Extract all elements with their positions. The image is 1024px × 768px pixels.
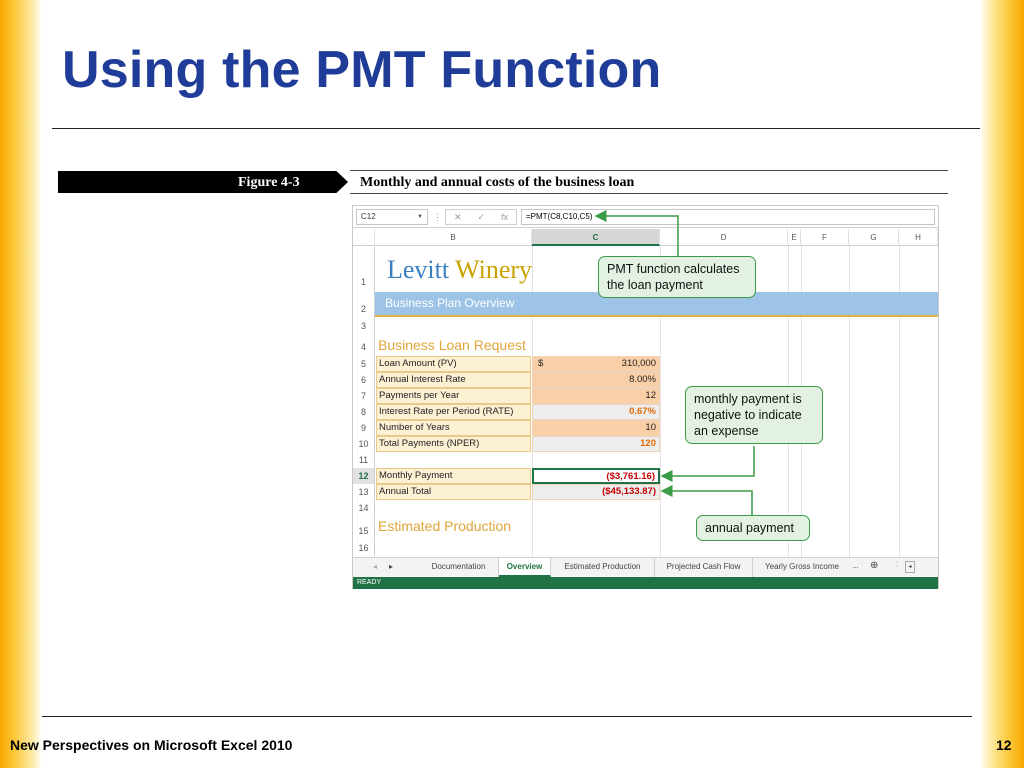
slide-title: Using the PMT Function xyxy=(62,41,662,99)
column-header-d[interactable]: D xyxy=(660,229,788,246)
tab-scroll-left-icon[interactable]: ◂ xyxy=(373,562,378,571)
section-estimated-production[interactable]: Estimated Production xyxy=(378,518,512,534)
cell-label-interest-rate[interactable]: Annual Interest Rate xyxy=(376,372,531,388)
insert-function-icon[interactable]: fx xyxy=(500,212,508,222)
tab-yearly-gross-income[interactable]: Yearly Gross Income xyxy=(765,562,839,571)
column-header-b[interactable]: B xyxy=(375,229,532,246)
callout-monthly-payment: monthly payment is negative to indicate … xyxy=(685,386,823,444)
row-header[interactable]: 11 xyxy=(353,452,375,468)
cell-value-loan-amount[interactable]: $ 310,000 xyxy=(532,356,660,372)
tab-documentation[interactable]: Documentation xyxy=(419,558,499,577)
section-loan-request[interactable]: Business Loan Request xyxy=(378,337,526,353)
row-header[interactable]: 5 xyxy=(353,356,375,372)
figure-rule-top xyxy=(350,170,948,171)
cell-value-interest-rate[interactable]: 8.00% xyxy=(532,372,660,388)
column-header-g[interactable]: G xyxy=(849,229,899,246)
title-divider xyxy=(52,128,980,129)
add-sheet-icon[interactable]: ⊕ xyxy=(870,560,879,571)
tabs-separator: ⋮ xyxy=(893,561,901,570)
status-bar: READY xyxy=(353,577,938,589)
row-header[interactable]: 9 xyxy=(353,420,375,436)
row-header[interactable]: 14 xyxy=(353,500,375,516)
row-header[interactable]: 1 xyxy=(353,247,375,292)
cell-value-total-payments[interactable]: 120 xyxy=(532,436,660,452)
cell-value-payments-per-year[interactable]: 12 xyxy=(532,388,660,404)
cell-label-loan-amount[interactable]: Loan Amount (PV) xyxy=(376,356,531,372)
tab-overview[interactable]: Overview xyxy=(499,558,551,577)
currency-symbol: $ xyxy=(538,358,544,369)
formula-input[interactable]: =PMT(C8,C10,C5) xyxy=(521,209,935,225)
row-header[interactable]: 7 xyxy=(353,388,375,404)
footer-divider xyxy=(42,716,972,717)
right-gradient-bar xyxy=(980,0,1024,768)
row-header[interactable]: 10 xyxy=(353,436,375,452)
enter-icon[interactable]: ✓ xyxy=(477,212,486,222)
cell-label-monthly-payment[interactable]: Monthly Payment xyxy=(376,468,531,484)
figure-caption: Monthly and annual costs of the business… xyxy=(360,175,635,190)
figure-label-bar xyxy=(58,171,348,193)
name-box-value: C12 xyxy=(361,212,376,221)
cell-value-rate-per-period[interactable]: 0.67% xyxy=(532,404,660,420)
row-header-selected[interactable]: 12 xyxy=(353,468,375,484)
formula-bar-buttons: ✕ ✓ fx xyxy=(445,209,517,225)
cell-label-rate-per-period[interactable]: Interest Rate per Period (RATE) xyxy=(376,404,531,420)
cancel-icon[interactable]: ✕ xyxy=(453,212,462,222)
column-header-h[interactable]: H xyxy=(899,229,938,246)
cell-label-total-payments[interactable]: Total Payments (NPER) xyxy=(376,436,531,452)
select-all-corner[interactable] xyxy=(353,229,375,246)
cell-value-number-of-years[interactable]: 10 xyxy=(532,420,660,436)
figure-label: Figure 4-3 xyxy=(238,175,300,190)
formula-bar-separator: ⋮ xyxy=(433,212,442,222)
tab-scroll-right-icon[interactable]: ▸ xyxy=(389,562,394,571)
name-box[interactable]: C12 ▼ xyxy=(356,209,428,225)
row-header[interactable]: 16 xyxy=(353,540,375,556)
row-header[interactable]: 2 xyxy=(353,292,375,318)
scroll-left-icon[interactable]: ◂ xyxy=(905,561,915,573)
cell-label-payments-per-year[interactable]: Payments per Year xyxy=(376,388,531,404)
sheet-tabs-bar: ◂ ▸ Documentation Overview Estimated Pro… xyxy=(353,557,938,577)
chevron-down-icon[interactable]: ▼ xyxy=(417,214,423,220)
tabs-more[interactable]: ... xyxy=(852,561,859,570)
company-title-part1: Levitt xyxy=(387,255,456,284)
company-title-part2: Winery xyxy=(455,255,533,284)
tab-projected-cash-flow[interactable]: Projected Cash Flow xyxy=(655,558,753,577)
cell-value-annual-total[interactable]: ($45,133.87) xyxy=(532,484,660,500)
footer-text: New Perspectives on Microsoft Excel 2010 xyxy=(10,737,293,753)
row-header[interactable]: 8 xyxy=(353,404,375,420)
column-header-c[interactable]: C xyxy=(532,229,660,246)
subtitle-band[interactable]: Business Plan Overview xyxy=(375,292,938,317)
column-header-f[interactable]: F xyxy=(801,229,849,246)
column-header-e[interactable]: E xyxy=(788,229,801,246)
cell-value-monthly-payment[interactable]: ($3,761.16) xyxy=(532,468,660,484)
callout-pmt-function: PMT function calculates the loan payment xyxy=(598,256,756,298)
cell-label-annual-total[interactable]: Annual Total xyxy=(376,484,531,500)
subtitle-text: Business Plan Overview xyxy=(385,296,515,310)
cell-label-number-of-years[interactable]: Number of Years xyxy=(376,420,531,436)
formula-bar: C12 ▼ ⋮ ✕ ✓ fx =PMT(C8,C10,C5) xyxy=(353,206,938,228)
company-title[interactable]: Levitt Winery xyxy=(387,255,532,285)
row-header[interactable]: 15 xyxy=(353,516,375,540)
row-header[interactable]: 3 xyxy=(353,318,375,334)
row-header[interactable]: 13 xyxy=(353,484,375,500)
tab-estimated-production[interactable]: Estimated Production xyxy=(551,558,655,577)
row-header[interactable]: 6 xyxy=(353,372,375,388)
callout-annual-payment: annual payment xyxy=(696,515,810,541)
page-number: 12 xyxy=(996,737,1012,753)
loan-amount-value: 310,000 xyxy=(621,358,656,369)
left-gradient-bar xyxy=(0,0,42,768)
figure-rule-bottom xyxy=(350,193,948,194)
row-header[interactable]: 4 xyxy=(353,334,375,356)
